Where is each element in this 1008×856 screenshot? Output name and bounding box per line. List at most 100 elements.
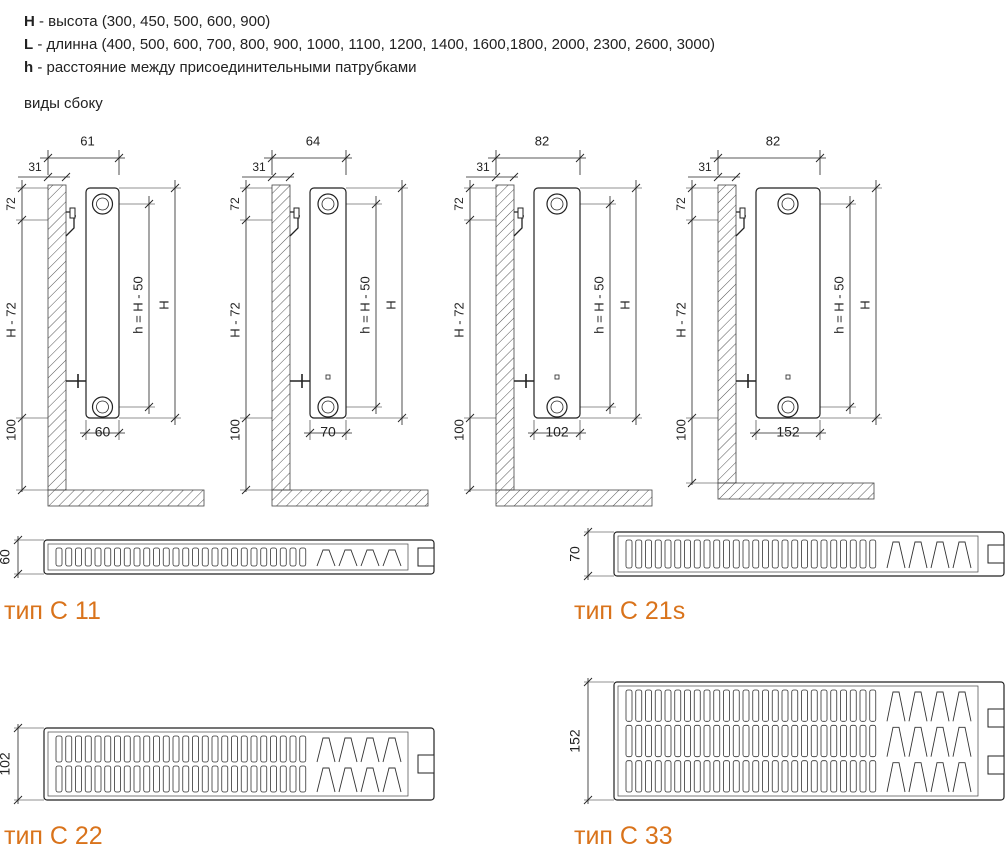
convector-fin [713,760,721,793]
convector-fin [762,724,769,758]
vent-plug [785,374,791,380]
convector-fin [713,724,721,758]
dim-tick [751,428,761,438]
convector-fin [684,760,691,793]
convector-fin [211,547,219,567]
connection-pipe [417,547,435,567]
legend: H - высота (300, 450, 500, 600, 900) L -… [24,10,715,79]
convector-fin [713,689,721,722]
side-views-title: виды сбоку [24,95,103,112]
section-2: 70 [567,527,1005,581]
depth-label: 152 [776,424,800,440]
convector-fin [182,547,190,567]
convector-fin [299,735,307,763]
convector-fin [299,765,307,793]
convector-fin [270,735,277,763]
convector-fin [201,735,209,763]
connection-inner [321,400,335,414]
bracket-hook [517,207,524,219]
convector-fin [221,735,229,763]
convector-fin [693,539,701,569]
bottom-bracket [514,374,534,388]
convector-fin [231,735,238,763]
convector-fin-open [886,691,906,722]
convector-fin [231,765,238,793]
floor [495,489,653,507]
legend-length: L - длинна (400, 500, 600, 700, 800, 900… [24,36,716,53]
convector-fin [635,689,643,722]
connection-circle [317,396,339,418]
convector-fin [810,724,818,758]
convector-fin [810,760,818,793]
dim-tick [509,172,519,182]
convector-fin [94,547,102,567]
convector-fin [801,539,808,569]
convector-fin [791,539,799,569]
convector-fin [849,760,857,793]
convector-fin [84,765,92,793]
bracket-width-label: 82 [766,133,780,148]
total-height-label: H [383,300,398,309]
convector-fin [781,539,789,569]
convector-fin [859,724,867,758]
wall-offset-label: 31 [252,160,266,174]
convector-fin [94,735,102,763]
dim-tick [61,172,71,182]
dim-tick [13,723,23,733]
convector-fin-open [382,737,402,763]
dim-tick [713,153,723,163]
section-casing [613,681,1005,801]
body-height-label: H - 72 [3,302,18,337]
convector-fin-open [316,737,336,763]
bottom-bracket [736,374,756,388]
dim-tick [605,199,615,209]
vent-plug [325,374,331,380]
radiator-body [533,187,581,419]
convector-fin [260,547,268,567]
convector-fin [299,547,307,567]
dim-tick [43,172,53,182]
dim-tick [583,795,593,805]
convector-fin [55,765,63,793]
convector-fin-open [338,549,358,567]
dim-tick [241,183,251,193]
bracket-hook [739,207,746,219]
top-offset-label: 72 [4,197,18,211]
convector-fin [84,547,92,567]
connection-inner [550,400,564,414]
convector-fin [771,689,779,722]
dim-tick [631,183,641,193]
connection-circle [317,193,339,215]
convector-fin [192,735,199,763]
dim-tick [17,183,27,193]
convector-fin [674,760,682,793]
dim-tick [713,172,723,182]
convector-fin-open [338,767,358,793]
top-offset-label: 72 [452,197,466,211]
convector-fin [771,724,779,758]
convector-fin [752,689,760,722]
section-depth-label: 152 [567,729,583,753]
convector-fin [693,689,701,722]
convector-fin [810,539,818,569]
convector-fin [192,765,199,793]
convector-fin [240,547,248,567]
dim-tick [687,183,697,193]
wall-offset-label: 31 [28,160,42,174]
section-casing [43,727,435,801]
convector-fin [172,765,180,793]
convector-fin [801,724,808,758]
convector-fin [645,724,652,758]
convector-fin [781,689,789,722]
axis-distance-label: h = H - 50 [357,276,372,333]
convector-fin [75,735,82,763]
dim-tick [491,153,501,163]
bracket-hook [293,207,300,219]
type-label-c22: тип C 22 [4,822,103,850]
convector-fin [289,735,297,763]
convector-fin [250,547,258,567]
total-height-label: H [617,300,632,309]
section-depth-label: 60 [0,549,13,565]
wall-offset-label: 31 [476,160,490,174]
